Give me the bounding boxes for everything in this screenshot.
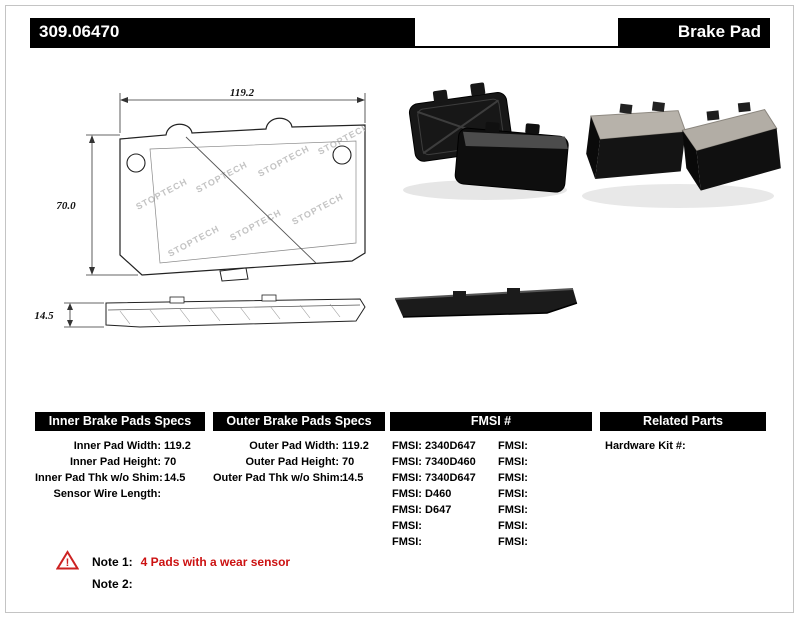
warning-icon: ! — [55, 549, 80, 575]
fmsi-header: FMSI # — [390, 412, 592, 431]
inner-pad-height-row: Inner Pad Height: 70 — [69, 456, 177, 468]
arrowhead-down — [89, 267, 95, 275]
outer-specs-header: Outer Brake Pads Specs — [213, 412, 385, 431]
inner-specs-column: Inner Brake Pads Specs Inner Pad Width: … — [35, 412, 205, 502]
note-2-row: Note 2: — [92, 574, 290, 594]
outer-pad-height-row: Outer Pad Height: 70 — [245, 456, 355, 468]
fmsi-row: FMSI: 7340D647 FMSI: — [392, 472, 528, 484]
fmsi-row: FMSI: D647 FMSI: — [392, 504, 528, 516]
width-dimension — [119, 93, 366, 133]
fmsi-row: FMSI: FMSI: — [392, 520, 528, 532]
product-photos — [394, 82, 781, 318]
photo-pad-set-2 — [582, 101, 781, 208]
height-dimension — [86, 134, 138, 276]
arrowhead-thk-up — [67, 303, 73, 310]
outer-specs-column: Outer Brake Pads Specs Outer Pad Width: … — [213, 412, 385, 486]
bottom-notch — [219, 267, 249, 282]
related-parts-column: Related Parts Hardware Kit #: — [600, 412, 766, 454]
outer-pad-thickness-row: Outer Pad Thk w/o Shim: 14.5 — [213, 472, 364, 484]
fmsi-row: FMSI: 2340D647 FMSI: — [392, 440, 528, 452]
note-1-text: 4 Pads with a wear sensor — [140, 555, 291, 569]
photo-pad-set-1 — [403, 82, 569, 200]
note-1-label: Note 1: — [92, 555, 133, 569]
fmsi-row: FMSI: FMSI: — [392, 536, 528, 548]
mounting-hole-right — [332, 145, 352, 165]
product-type-title: Brake Pad — [618, 18, 770, 46]
width-dim-label: 119.2 — [230, 87, 255, 99]
fmsi-row: FMSI: 7340D460 FMSI: — [392, 456, 528, 468]
photo-pad-side-view — [394, 288, 578, 318]
sensor-wire-length-row: Sensor Wire Length: — [53, 488, 161, 500]
pad-front-view: STOPTECH STOPTECH STOPTECH STOPTECH STOP… — [119, 117, 366, 282]
fmsi-row: FMSI: D460 FMSI: — [392, 488, 528, 500]
page-border — [5, 5, 794, 613]
fmsi-column: FMSI # FMSI: 2340D647 FMSI: FMSI: 7340D4… — [390, 412, 592, 550]
arrowhead-thk-down — [67, 320, 73, 327]
hardware-kit-row: Hardware Kit #: — [605, 440, 686, 452]
arrowhead-left — [120, 97, 128, 103]
outer-pad-width-row: Outer Pad Width: 119.2 — [249, 440, 369, 452]
inner-pad-width-row: Inner Pad Width: 119.2 — [73, 440, 191, 452]
technical-drawing: 119.2 70.0 STOPTECH STOPTECH STOPTECH ST… — [34, 87, 366, 328]
svg-text:!: ! — [66, 557, 70, 569]
note-2-label: Note 2: — [92, 577, 133, 591]
header-bar: 309.06470 Brake Pad — [30, 18, 770, 48]
height-dim-label: 70.0 — [56, 200, 76, 212]
mounting-hole-left — [126, 153, 146, 173]
arrowhead-up — [89, 135, 95, 143]
part-number: 309.06470 — [30, 18, 415, 46]
inner-pad-thickness-row: Inner Pad Thk w/o Shim: 14.5 — [35, 472, 186, 484]
inner-specs-header: Inner Brake Pads Specs — [35, 412, 205, 431]
arrowhead-right — [357, 97, 365, 103]
related-parts-header: Related Parts — [600, 412, 766, 431]
note-1-row: ! Note 1: 4 Pads with a wear sensor — [55, 549, 291, 575]
thickness-dim-label: 14.5 — [34, 310, 54, 322]
notes-section: ! Note 1: 4 Pads with a wear sensor Note… — [55, 549, 291, 594]
pad-side-view — [105, 294, 366, 328]
